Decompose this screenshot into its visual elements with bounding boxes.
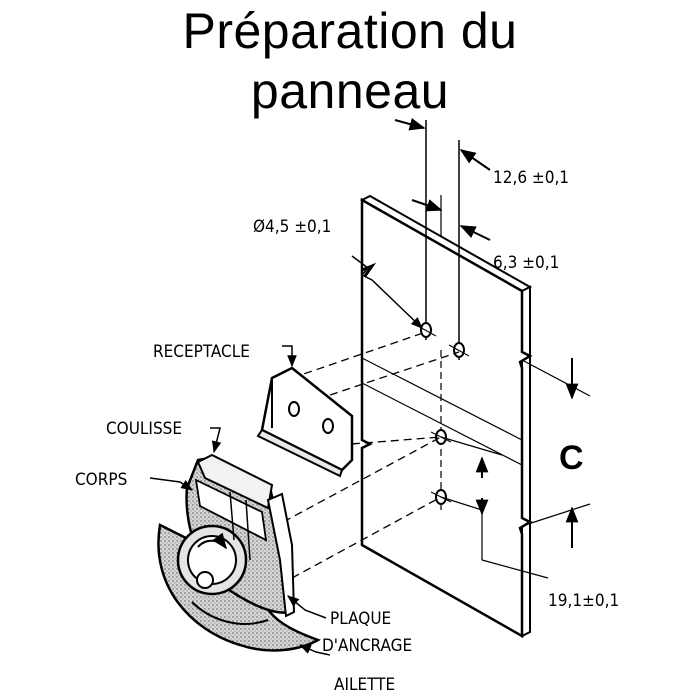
title-line-2: panneau xyxy=(250,63,450,119)
plaque-ancrage xyxy=(266,492,296,618)
receptacle-label: RECEPTACLE xyxy=(153,342,250,362)
dim-vertical-spacing: 19,1±0,1 xyxy=(440,436,619,611)
dim-hole-spacing: 12,6 ±0,1 xyxy=(394,118,569,188)
dim-hole-spacing-label: 12,6 ±0,1 xyxy=(493,168,569,188)
corps-label: CORPS xyxy=(75,470,127,490)
dim-hole-diameter: Ø4,5 ±0,1 xyxy=(253,217,423,329)
plaque-label-line1: PLAQUE xyxy=(330,609,391,629)
dim-variable-c-label: C xyxy=(559,439,584,477)
dim-vertical-spacing-label: 19,1±0,1 xyxy=(548,591,619,611)
leader-lines xyxy=(149,345,331,656)
panel xyxy=(359,120,533,639)
dim-hole-diameter-label: Ø4,5 ±0,1 xyxy=(253,217,331,237)
plaque-label-line2: D'ANCRAGE xyxy=(322,636,412,656)
coulisse-label: COULISSE xyxy=(106,419,182,439)
mounting-holes xyxy=(415,322,470,505)
coulisse-slider xyxy=(196,453,274,510)
fastener-assembly xyxy=(157,453,322,652)
receptacle-part xyxy=(256,366,354,478)
dim-edge-offset-label: 6,3 ±0,1 xyxy=(493,253,559,273)
ailette-label: AILETTE xyxy=(334,675,395,695)
dim-edge-offset: 6,3 ±0,1 xyxy=(411,195,559,273)
assembly-lines xyxy=(271,331,460,579)
title-line-1: Préparation du xyxy=(182,3,518,59)
dim-variable-c: C xyxy=(521,358,591,548)
